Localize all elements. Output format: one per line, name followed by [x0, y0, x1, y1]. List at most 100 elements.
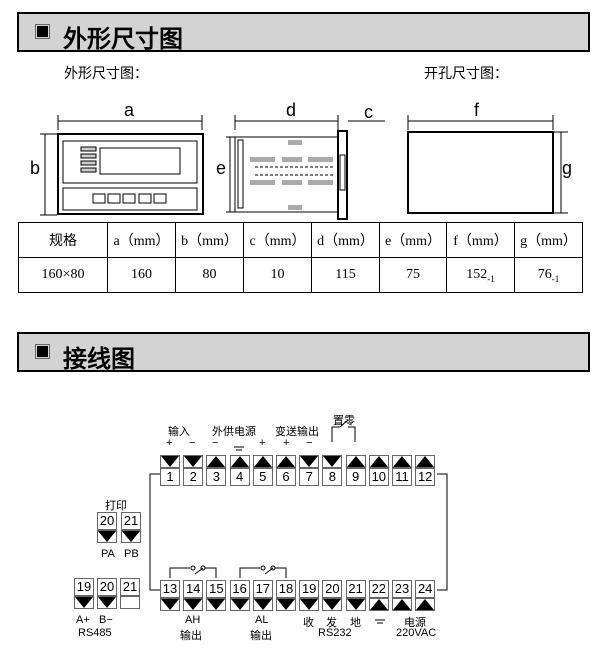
- table-header-cell: f（mm）: [446, 222, 515, 258]
- terminal-20: 20: [97, 512, 117, 543]
- arrow-down-icon: [121, 530, 141, 543]
- terminal-20: 20: [322, 580, 343, 611]
- table-header-cell: 规格: [18, 222, 108, 258]
- terminal-number: 20: [97, 512, 117, 530]
- arrow-down-icon: [276, 598, 296, 611]
- arrow-down-icon: [299, 455, 320, 468]
- terminal-17: 17: [252, 580, 273, 611]
- terminal-number: 7: [299, 468, 320, 486]
- terminal-number: 11: [392, 468, 412, 486]
- terminal-9: 9: [345, 455, 366, 486]
- table-cell: 76-1: [514, 257, 583, 293]
- table-header-cell: e（mm）: [379, 222, 447, 258]
- label-al: AL: [255, 614, 269, 626]
- square-bullet-icon: [35, 24, 50, 39]
- cell-value: 152: [466, 266, 488, 282]
- cell-value: 76: [537, 266, 552, 282]
- table-header-cell: a（mm）: [107, 222, 176, 258]
- arrow-down-icon: [97, 596, 117, 609]
- terminal-number: 19: [74, 578, 94, 596]
- terminal-number: 3: [206, 468, 227, 486]
- terminal-7: 7: [299, 455, 320, 486]
- arrow-down-icon: [206, 598, 227, 611]
- label-send: 发: [326, 617, 337, 629]
- arrow-up-icon: [392, 455, 412, 468]
- terminal-number: 10: [368, 468, 389, 486]
- terminal-number: 18: [276, 580, 296, 598]
- label-pb: PB: [124, 548, 139, 560]
- polarity-sign: −: [306, 437, 313, 449]
- label-power: 电源: [404, 617, 426, 629]
- terminal-20: 20: [97, 578, 117, 609]
- terminal-6: 6: [276, 455, 296, 486]
- terminal-3: 3: [206, 455, 227, 486]
- table-cell: 10: [243, 257, 312, 293]
- arrow-down-icon: [160, 455, 180, 468]
- tolerance: -1: [551, 273, 560, 284]
- table-cell: 160×80: [18, 257, 108, 293]
- terminal-13: 13: [160, 580, 180, 611]
- arrow-down-icon: [299, 598, 320, 611]
- terminal-19: 19: [299, 580, 320, 611]
- terminal-22: 22: [368, 580, 389, 611]
- arrow-down-icon: [322, 455, 343, 468]
- cell-value: 160: [131, 267, 152, 282]
- section-header-wiring: 接线图: [17, 332, 590, 373]
- terminal-10: 10: [368, 455, 389, 486]
- arrow-down-icon: [160, 598, 180, 611]
- dim-c: c: [364, 102, 373, 122]
- terminal-number: 9: [345, 468, 366, 486]
- table-cell: 75: [379, 257, 447, 293]
- polarity-sign: +: [166, 437, 173, 449]
- terminal-number: 13: [160, 580, 180, 598]
- terminal-15: 15: [206, 580, 227, 611]
- empty-slot: [120, 596, 140, 609]
- dim-a: a: [124, 100, 135, 120]
- terminal-number: 21: [345, 580, 366, 598]
- label-zero: 置零: [333, 415, 355, 427]
- terminal-18: 18: [276, 580, 296, 611]
- terminal-number: 5: [252, 468, 273, 486]
- dimension-drawings: [40, 115, 568, 220]
- cell-value: 160×80: [41, 267, 85, 282]
- polarity-sign: +: [259, 437, 266, 449]
- arrow-up-icon: [252, 455, 273, 468]
- dim-f: f: [474, 100, 480, 120]
- terminal-number: 21: [121, 512, 141, 530]
- terminal-number: 8: [322, 468, 343, 486]
- terminal-4: 4: [229, 455, 250, 486]
- arrow-down-icon: [183, 598, 204, 611]
- label-rs485: RS485: [78, 627, 112, 639]
- terminal-number: 6: [276, 468, 296, 486]
- terminal-number: 21: [120, 578, 140, 596]
- arrow-up-icon: [368, 598, 389, 611]
- terminal-number: 17: [252, 580, 273, 598]
- terminal-11: 11: [392, 455, 412, 486]
- terminal-number: 23: [392, 580, 412, 598]
- terminal-number: 20: [97, 578, 117, 596]
- label-ah-output: 输出: [180, 630, 202, 642]
- terminal-8: 8: [322, 455, 343, 486]
- section-title: 接线图: [63, 345, 135, 373]
- terminal-number: 12: [415, 468, 436, 486]
- arrow-up-icon: [392, 598, 412, 611]
- terminal-24: 24: [415, 580, 436, 611]
- terminal-number: 19: [299, 580, 320, 598]
- tolerance: -1: [487, 273, 495, 284]
- terminal-2: 2: [183, 455, 204, 486]
- terminal-number: 16: [229, 580, 250, 598]
- arrow-up-icon: [345, 455, 366, 468]
- dim-d: d: [286, 100, 297, 120]
- section-header-dimensions: 外形尺寸图: [17, 12, 590, 53]
- arrow-down-icon: [252, 598, 273, 611]
- terminal-number: 22: [368, 580, 389, 598]
- terminal-21: 21: [345, 580, 366, 611]
- label-transmit: 变送输出: [275, 426, 319, 438]
- terminal-number: 20: [322, 580, 343, 598]
- table-header-cell: c（mm）: [243, 222, 312, 258]
- polarity-sign: +: [283, 437, 290, 449]
- terminal-16: 16: [229, 580, 250, 611]
